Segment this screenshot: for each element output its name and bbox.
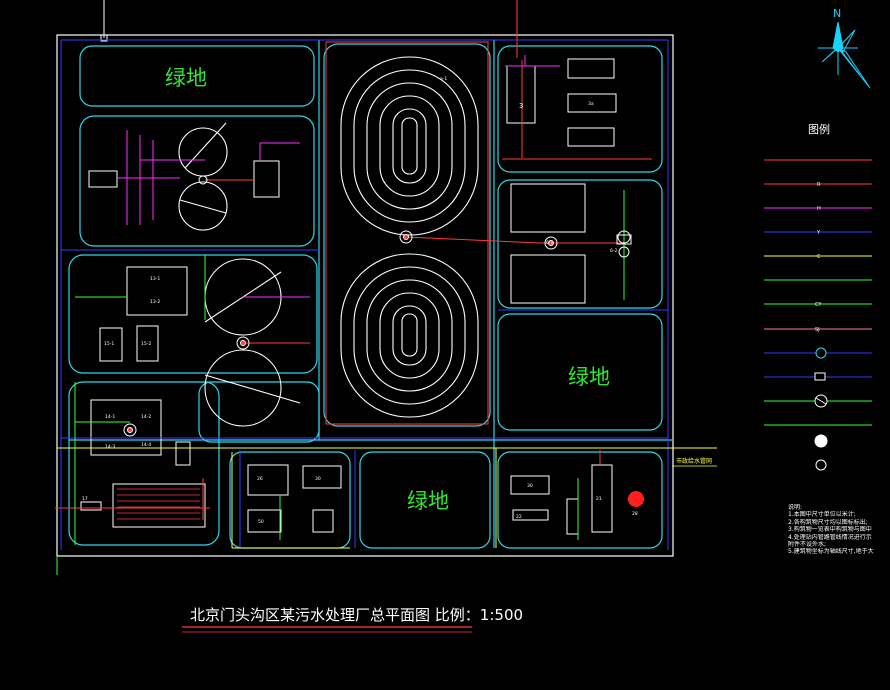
svg-text:26: 26 <box>257 476 263 482</box>
pump-stations <box>123 175 632 437</box>
pipe-network-yellow <box>57 447 717 549</box>
north-arrow-icon <box>818 21 871 89</box>
note-line: 附件不设外水; <box>788 541 827 549</box>
svg-text:15-2: 15-2 <box>141 341 151 347</box>
entrance-marker <box>100 34 108 42</box>
green-area-label-bottom: 绿地 <box>407 489 449 513</box>
pipe-network-magenta <box>117 55 560 298</box>
site-boundary <box>56 34 674 557</box>
settling-tanks <box>178 122 301 427</box>
building-labels: 3 3a 13-1 13-2 15-1 15-2 14-1 14-2 14-3 … <box>82 101 638 525</box>
svg-text:3a: 3a <box>588 101 594 107</box>
svg-text:50: 50 <box>258 519 264 525</box>
svg-text:21: 21 <box>596 496 602 502</box>
note-line: 说明: <box>788 504 803 511</box>
pipe-network-blue <box>60 39 669 550</box>
drawing-title: 北京门头沟区某污水处理厂总平面图 <box>190 606 431 624</box>
svg-text:H: H <box>817 206 821 212</box>
svg-text:14-1: 14-1 <box>105 414 115 420</box>
clarifier-strips <box>117 488 200 520</box>
svg-text:14-4: 14-4 <box>141 442 151 448</box>
svg-text:14-2: 14-2 <box>141 414 151 420</box>
svg-text:C: C <box>817 254 821 260</box>
pipe-network-green <box>56 190 625 575</box>
note-line: 5.建筑物坐标为轴线尺寸,地于大 <box>788 548 874 556</box>
road-network <box>68 40 672 549</box>
note-line: 1.本图中尺寸单位以米计; <box>788 511 856 519</box>
svg-text:R: R <box>817 182 821 188</box>
svg-text:CY: CY <box>815 302 822 308</box>
note-line: 3.构筑物一览表中构筑物与图中 <box>788 526 872 534</box>
svg-text:30: 30 <box>315 476 321 482</box>
oxidation-ditch-upper <box>340 56 479 236</box>
drawing-scale: 比例：1:500 <box>434 606 524 624</box>
svg-text:17: 17 <box>82 496 88 502</box>
svg-text:22: 22 <box>516 514 522 520</box>
note-line: 2.各构筑物尺寸均以图标标出; <box>788 518 868 526</box>
legend-symbols <box>764 159 872 471</box>
svg-text:Y: Y <box>816 230 821 236</box>
svg-text:15-1: 15-1 <box>104 341 114 347</box>
svg-text:6-2: 6-2 <box>610 248 617 254</box>
svg-text:13-1: 13-1 <box>150 276 160 282</box>
design-notes: 说明: 1.本图中尺寸单位以米计; 2.各构筑物尺寸均以图标标出; 3.构筑物一… <box>788 504 890 556</box>
north-label: N <box>833 7 842 20</box>
ditch-label: a-1 <box>440 76 447 82</box>
drawing-caption: 北京门头沟区某污水处理厂总平面图 比例：1:500 <box>190 604 523 625</box>
oxidation-ditch-lower <box>340 253 479 418</box>
svg-text:14-3: 14-3 <box>105 444 115 450</box>
green-area-label-right: 绿地 <box>568 365 610 389</box>
legend-title: 图例 <box>808 123 830 136</box>
legend-tags: R H Y C CY SJ <box>815 182 822 333</box>
svg-text:13-2: 13-2 <box>150 299 160 305</box>
svg-text:28: 28 <box>632 511 638 517</box>
note-line: 4.处理站内管路管线情况进行示 <box>788 533 872 541</box>
svg-text:SJ: SJ <box>815 327 820 333</box>
svg-text:3: 3 <box>519 102 523 110</box>
outlet-label: 市政给水管网 <box>676 457 712 465</box>
green-area-label-top: 绿地 <box>165 66 207 90</box>
emergency-valve <box>628 491 644 507</box>
svg-text:6-1: 6-1 <box>546 240 553 246</box>
svg-text:30: 30 <box>527 483 533 489</box>
pipe-network-red <box>55 0 652 520</box>
buildings <box>80 58 617 535</box>
